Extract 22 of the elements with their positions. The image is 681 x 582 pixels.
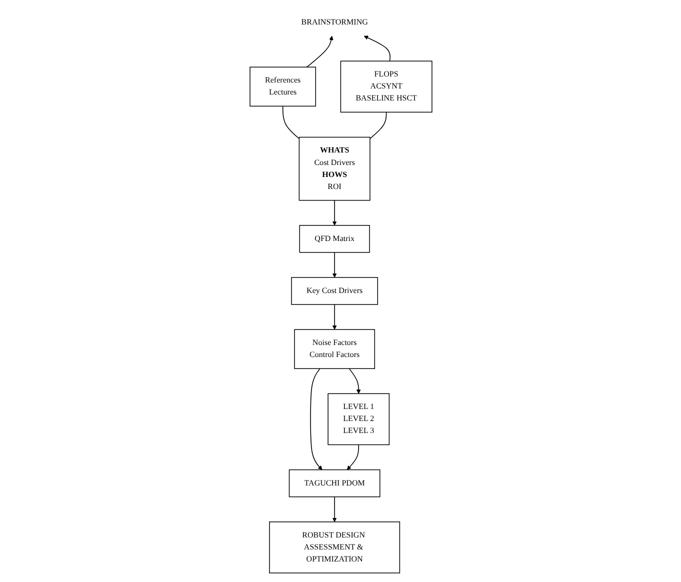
node-box	[298, 225, 370, 253]
node-box	[249, 66, 316, 107]
arrow	[363, 36, 390, 62]
node-box	[288, 469, 380, 498]
arrow	[346, 444, 359, 470]
node-box	[268, 522, 400, 574]
node-box	[290, 277, 378, 305]
node-text: BRAINSTORMING	[300, 18, 368, 27]
connector	[369, 112, 386, 140]
arrow	[332, 304, 336, 330]
arrow	[332, 252, 336, 278]
arrow	[310, 368, 322, 470]
node-box	[340, 60, 432, 113]
arrow	[332, 200, 336, 226]
flowchart: BRAINSTORMING References Lectures FLOPS ACSYNT BASELINE HSCT WHATS Cost Drivers HOWS ROI QFD Matrix Key Cost Drivers Noise Factors Control Factors LEVEL 1 LEVEL 2 LEVEL 3 TAGUCHI PDOM ROBUST DESIGN ASSESSMENT & OPTIMIZATION	[246, 5, 436, 577]
arrow	[348, 368, 360, 394]
node-box	[327, 393, 390, 446]
node-box	[294, 329, 375, 369]
connector	[282, 106, 300, 140]
node-box	[298, 136, 370, 201]
arrow	[332, 496, 336, 522]
arrow	[306, 36, 333, 68]
